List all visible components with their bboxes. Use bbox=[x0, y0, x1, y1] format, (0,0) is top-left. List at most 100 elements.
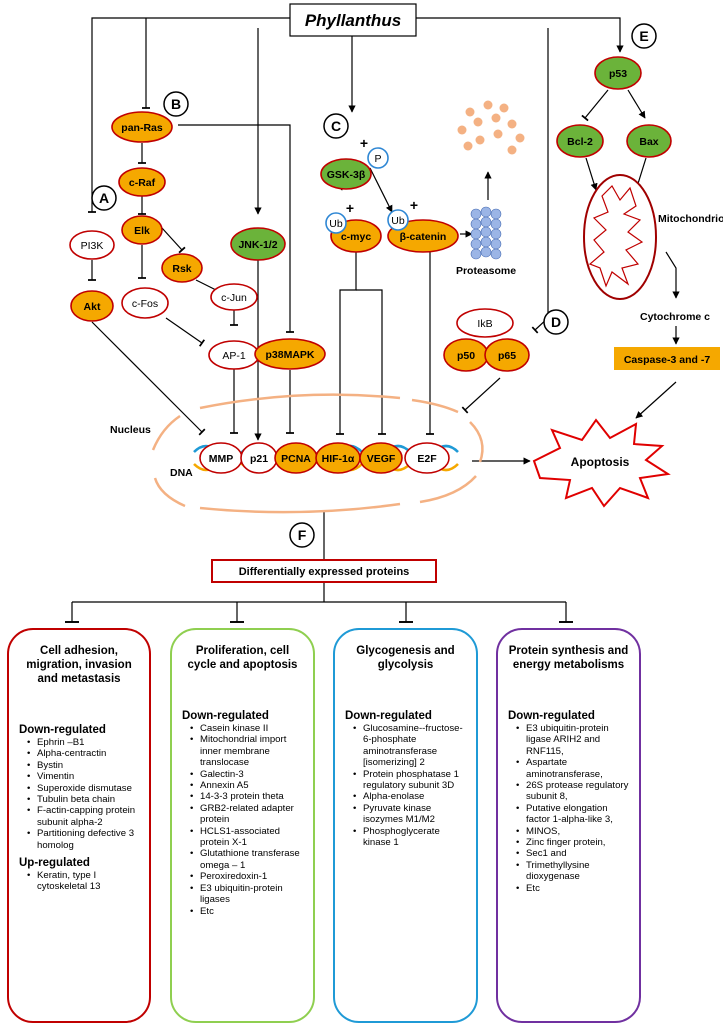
pan-ras-label: pan-Ras bbox=[121, 122, 163, 134]
dep-label: Differentially expressed proteins bbox=[239, 566, 410, 578]
phyllanthus-box bbox=[289, 3, 417, 37]
p65-label: p65 bbox=[498, 350, 516, 362]
panel-glycolysis: Glycogenesis and glycolysis Down-regulat… bbox=[333, 628, 478, 1023]
list-item: Peroxiredoxin-1 bbox=[190, 871, 305, 883]
jnk-label: JNK-1/2 bbox=[238, 239, 277, 251]
panel-letters: B A C D E F bbox=[91, 23, 657, 548]
list-item: 26S protease regulatory subunit 8, bbox=[516, 780, 631, 803]
list-item: E3 ubiquitin-protein ligase ARIH2 and RN… bbox=[516, 723, 631, 757]
connectors bbox=[65, 17, 680, 623]
dna-label: DNA bbox=[170, 467, 193, 479]
dep-box bbox=[211, 559, 437, 583]
section-heading: Down-regulated bbox=[508, 710, 595, 722]
list-item: Etc bbox=[516, 883, 631, 895]
list-item: Tubulin beta chain bbox=[27, 794, 141, 806]
list-item: Phosphoglycerate kinase 1 bbox=[353, 826, 468, 849]
cytochrome-label: Cytochrome c bbox=[640, 311, 710, 323]
panel-cell-adhesion: Cell adhesion, migration, invasion and m… bbox=[7, 628, 151, 1023]
rsk-label: Rsk bbox=[172, 263, 191, 275]
letter-a: A bbox=[99, 190, 109, 206]
section-heading: Down-regulated bbox=[19, 724, 106, 736]
letter-f: F bbox=[298, 527, 307, 543]
list-item: HCLS1-associated protein X-1 bbox=[190, 826, 305, 849]
section-heading: Up-regulated bbox=[19, 857, 90, 870]
panel-title: Protein synthesis and energy metabolisms bbox=[508, 645, 629, 671]
list-item: 14-3-3 protein theta bbox=[190, 791, 305, 803]
e2f-label: E2F bbox=[417, 453, 437, 465]
pcna-label: PCNA bbox=[281, 453, 311, 465]
section-heading: Down-regulated bbox=[182, 710, 269, 722]
section-heading: Down-regulated bbox=[345, 710, 432, 722]
plus-sign-3: + bbox=[410, 197, 418, 213]
p38mapk-node bbox=[254, 338, 326, 370]
list-item: Putative elongation factor 1-alpha-like … bbox=[516, 803, 631, 826]
bcl2-label: Bcl-2 bbox=[567, 136, 593, 148]
pi3k-label: PI3K bbox=[81, 240, 104, 252]
panel-protein-synthesis: Protein synthesis and energy metabolisms… bbox=[496, 628, 641, 1023]
ub-label-1: Ub bbox=[329, 218, 343, 230]
list-item: Glutathione transferase omega – 1 bbox=[190, 848, 305, 871]
list-item: Protein phosphatase 1 regulatory subunit… bbox=[353, 769, 468, 792]
c-raf-node bbox=[118, 167, 166, 197]
list-item: Vimentin bbox=[27, 771, 141, 783]
mitochondrion-label: Mitochondrion bbox=[658, 213, 723, 225]
e2f-node bbox=[404, 442, 450, 474]
c-fos-node bbox=[121, 287, 169, 319]
letter-d: D bbox=[551, 314, 561, 330]
phyllanthus-label: Phyllanthus bbox=[305, 11, 401, 30]
gsk3b-node bbox=[320, 158, 372, 190]
caspase-label: Caspase-3 and -7 bbox=[624, 354, 711, 366]
list-item: Partitioning defective 3 homolog bbox=[27, 828, 141, 851]
list-item: Ephrin –B1 bbox=[27, 737, 141, 749]
list-item: Trimethyllysine dioxygenase bbox=[516, 860, 631, 883]
protein-list: Ephrin –B1 Alpha-centractin Bystin Vimen… bbox=[17, 737, 141, 851]
nucleus-envelope bbox=[151, 393, 484, 514]
bax-node bbox=[626, 124, 672, 158]
c-jun-label: c-Jun bbox=[221, 292, 247, 304]
b-catenin-label: β-catenin bbox=[400, 231, 447, 243]
list-item: GRB2-related adapter protein bbox=[190, 803, 305, 826]
elk-node bbox=[121, 215, 163, 245]
c-myc-label: c-myc bbox=[341, 231, 372, 243]
letter-b: B bbox=[171, 96, 181, 112]
p65-node bbox=[484, 338, 530, 372]
caspase-box bbox=[614, 347, 720, 370]
jnk-node bbox=[230, 227, 286, 261]
ikb-label: IkB bbox=[477, 318, 492, 330]
vegf-label: VEGF bbox=[367, 453, 396, 465]
proteasome-icon bbox=[457, 100, 525, 260]
letter-c: C bbox=[331, 118, 341, 134]
list-item: Galectin-3 bbox=[190, 769, 305, 781]
list-item: Keratin, type I cytoskeletal 13 bbox=[27, 870, 141, 893]
p53-label: p53 bbox=[609, 68, 627, 80]
mitochondrion-icon bbox=[583, 174, 657, 300]
c-jun-node bbox=[210, 283, 258, 311]
list-item: Casein kinase II bbox=[190, 723, 305, 735]
list-item: Mitochondrial import inner membrane tran… bbox=[190, 734, 305, 768]
list-item: Sec1 and bbox=[516, 848, 631, 860]
list-item: Annexin A5 bbox=[190, 780, 305, 792]
pi3k-node bbox=[69, 230, 115, 260]
ub-label-2: Ub bbox=[391, 215, 405, 227]
hif1a-label: HIF-1α bbox=[322, 453, 355, 465]
c-raf-label: c-Raf bbox=[129, 177, 156, 189]
c-fos-label: c-Fos bbox=[132, 298, 158, 310]
bax-label: Bax bbox=[639, 136, 658, 148]
panel-title: Proliferation, cell cycle and apoptosis bbox=[187, 645, 298, 671]
panel-title: Glycogenesis and glycolysis bbox=[356, 645, 455, 671]
list-item: Pyruvate kinase isozymes M1/M2 bbox=[353, 803, 468, 826]
akt-label: Akt bbox=[84, 301, 101, 313]
list-item: E3 ubiquitin-protein ligases bbox=[190, 883, 305, 906]
list-item: Bystin bbox=[27, 760, 141, 772]
plus-sign-1: + bbox=[360, 135, 368, 151]
pan-ras-node bbox=[111, 111, 173, 143]
panel-title: Cell adhesion, migration, invasion and m… bbox=[26, 645, 132, 685]
b-catenin-node bbox=[387, 219, 459, 253]
list-item: Alpha-centractin bbox=[27, 748, 141, 760]
letter-e: E bbox=[639, 28, 648, 44]
vegf-node bbox=[359, 442, 403, 474]
protein-list: Keratin, type I cytoskeletal 13 bbox=[17, 870, 141, 893]
list-item: MINOS, bbox=[516, 826, 631, 838]
list-item: Superoxide dismutase bbox=[27, 783, 141, 795]
phospho-node bbox=[367, 147, 389, 169]
